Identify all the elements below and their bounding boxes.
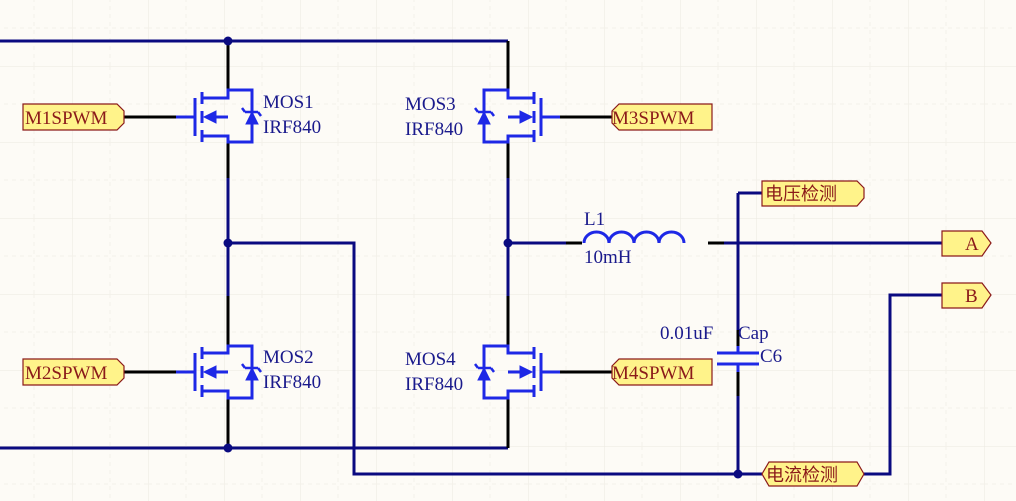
zener-diode-icon — [477, 110, 491, 125]
designator: C6 — [760, 346, 782, 367]
port-label: M2SPWM — [25, 363, 107, 384]
port-shape — [611, 103, 713, 131]
designator: L1 — [584, 209, 605, 230]
arrow-icon — [202, 110, 217, 124]
designator: MOS2 — [263, 347, 314, 368]
designator: MOS4 — [405, 349, 456, 370]
zener-diode-icon — [477, 366, 491, 381]
mosfet-symbol-icon — [482, 344, 560, 400]
mosfet-mos2[interactable]: MOS2 IRF840 — [176, 344, 321, 400]
mosfet-symbol-icon — [482, 88, 560, 144]
port-m3spwm[interactable]: M3SPWM — [611, 103, 713, 131]
arrow-icon — [202, 365, 217, 379]
port-m1spwm[interactable]: M1SPWM — [22, 103, 125, 131]
left-midpoint-wire[interactable] — [228, 241, 762, 476]
port-label: M4SPWM — [612, 363, 694, 384]
value: IRF840 — [405, 374, 463, 395]
mosfet-symbol-icon — [176, 344, 254, 400]
port-shape — [941, 282, 992, 309]
zener-diode-icon — [245, 366, 259, 381]
value: 0.01uF — [660, 323, 713, 344]
port-shape — [941, 230, 992, 257]
port-label: 电压检测 — [765, 184, 837, 205]
mosfet-symbol-icon — [176, 88, 254, 144]
value: IRF840 — [263, 117, 321, 138]
junctions — [223, 36, 743, 479]
port-label: B — [965, 286, 978, 307]
mosfet-mos3[interactable]: MOS3 IRF840 — [405, 88, 560, 144]
junction-dot — [503, 238, 513, 248]
port-shape — [22, 358, 125, 386]
port-current-detect[interactable]: 电流检测 — [761, 461, 865, 487]
port-shape — [761, 180, 865, 207]
designator: MOS3 — [405, 94, 456, 115]
capacitor-c6[interactable]: 0.01uF Cap C6 — [660, 323, 782, 372]
junction-dot — [223, 36, 233, 46]
port-label: A — [965, 234, 979, 255]
port-m4spwm[interactable]: M4SPWM — [611, 358, 713, 386]
zener-diode-icon — [245, 110, 259, 125]
junction-dot — [223, 238, 233, 248]
port-label: M3SPWM — [612, 108, 694, 129]
port-shape — [22, 103, 125, 131]
junction-dot — [733, 469, 743, 479]
arrow-icon — [519, 110, 534, 124]
arrow-icon — [519, 365, 534, 379]
port-shape — [761, 461, 865, 487]
mosfet-mos4[interactable]: MOS4 IRF840 — [405, 344, 560, 400]
port-shape — [611, 358, 713, 386]
mosfet-mos1[interactable]: MOS1 IRF840 — [176, 88, 321, 144]
port-voltage-detect[interactable]: 电压检测 — [761, 180, 865, 207]
inductor-coil-icon — [582, 230, 686, 244]
junction-dot — [223, 443, 233, 453]
port-a[interactable]: A — [941, 230, 992, 257]
port-label: M1SPWM — [25, 108, 107, 129]
port-label: 电流检测 — [766, 465, 838, 486]
output-b-wire[interactable] — [864, 293, 942, 476]
port-b[interactable]: B — [941, 282, 992, 309]
value: 10mH — [584, 247, 632, 268]
component-type: Cap — [738, 323, 769, 344]
cap-sense-wire[interactable] — [736, 191, 762, 474]
inductor-l1[interactable]: L1 10mH — [582, 209, 686, 268]
value: IRF840 — [405, 119, 463, 140]
capacitor-plates-icon — [717, 346, 759, 372]
value: IRF840 — [263, 372, 321, 393]
designator: MOS1 — [263, 92, 314, 113]
port-m2spwm[interactable]: M2SPWM — [22, 358, 125, 386]
